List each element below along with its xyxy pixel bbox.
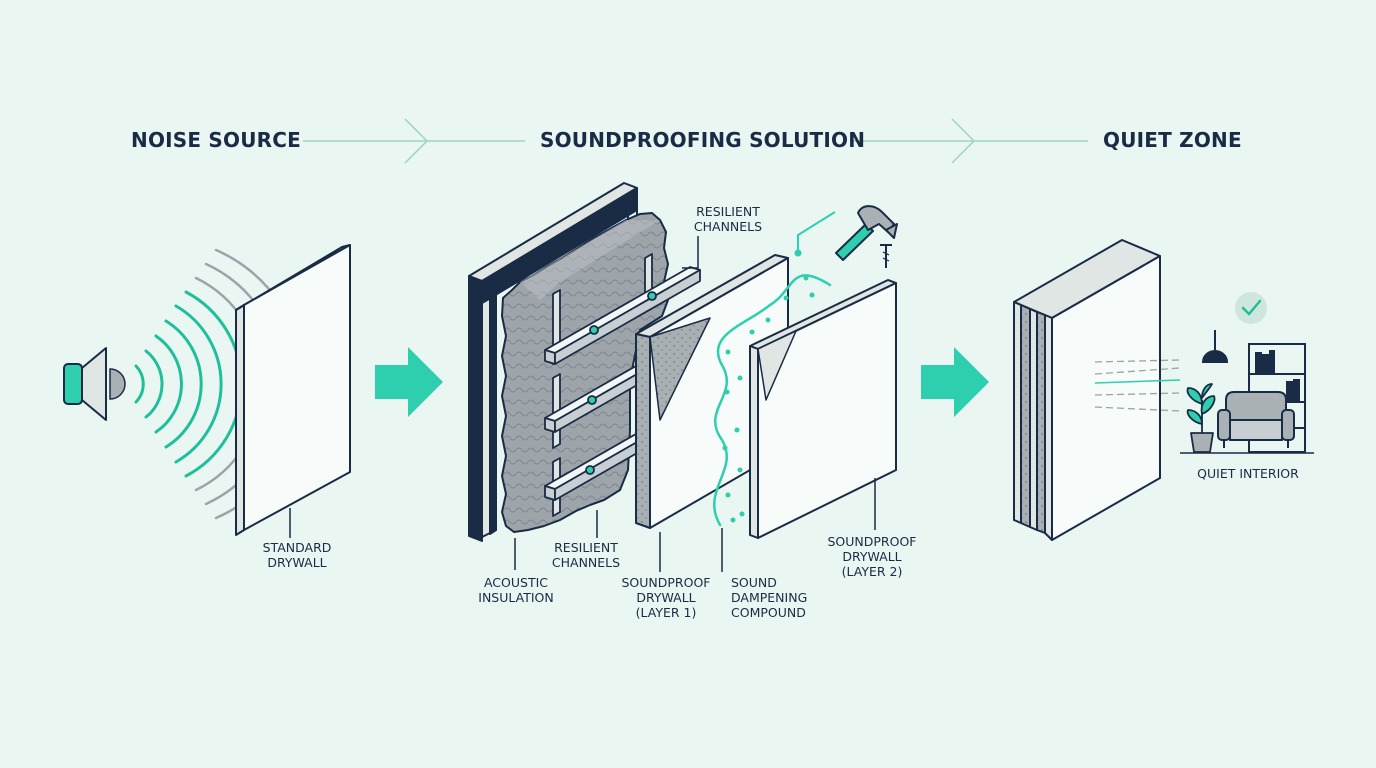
checkmark-icon [1235,292,1267,324]
heading-noise-source: NOISE SOURCE [131,128,301,152]
label-quiet-interior: QUIET INTERIOR [1197,466,1299,481]
label-line: DAMPENING [731,590,808,605]
label-line: SOUND [731,575,777,590]
header-arrow-2 [852,118,1088,164]
dampening-compound-wave [713,211,836,527]
label-standard-drywall: STANDARD DRYWALL [255,540,339,570]
pendant-lamp-icon [1201,330,1229,363]
label-line: SOUNDPROOF [621,575,711,590]
label-line: DRYWALL [842,549,902,564]
label-line: DRYWALL [636,590,696,605]
faint-sound-lines [1094,359,1181,412]
finished-wall-assembly [1013,239,1161,541]
header-arrow-1 [303,118,525,164]
label-soundproof-drywall-layer-1: SOUNDPROOF DRYWALL (LAYER 1) [616,575,716,620]
label-line: DRYWALL [267,555,327,570]
label-line: (LAYER 1) [635,605,697,620]
label-line: INSULATION [478,590,554,605]
label-line: COMPOUND [731,605,806,620]
label-line: (LAYER 2) [841,564,903,579]
label-line: RESILIENT [554,540,618,555]
label-line: CHANNELS [551,555,621,570]
flow-arrow-2 [921,347,989,417]
label-line: RESILIENT [696,204,760,219]
hammer-icon [835,205,898,261]
label-soundproof-drywall-layer-2: SOUNDPROOF DRYWALL (LAYER 2) [822,534,922,579]
label-line: ACOUSTIC [483,575,549,590]
solution-leaders [514,236,876,572]
label-resilient-channels-top: RESILIENT CHANNELS [686,204,770,234]
heading-quiet-zone: QUIET ZONE [1103,128,1242,152]
label-line: CHANNELS [693,219,763,234]
soundproof-drywall-layer-2 [749,279,897,539]
label-acoustic-insulation: ACOUSTIC INSULATION [471,575,561,605]
label-line: STANDARD [262,540,332,555]
nail-icon [880,244,892,268]
speaker-icon [63,347,126,421]
label-resilient-channels-bottom: RESILIENT CHANNELS [544,540,628,570]
heading-soundproofing-solution: SOUNDPROOFING SOLUTION [540,128,866,152]
label-sound-dampening-compound: SOUND DAMPENING COMPOUND [731,575,821,620]
stud-frame [468,182,638,542]
armchair-icon [1217,391,1295,448]
flow-arrow-1 [375,347,443,417]
label-line: SOUNDPROOF [827,534,917,549]
standard-drywall-panel [235,244,351,536]
plant-icon [1186,383,1216,453]
